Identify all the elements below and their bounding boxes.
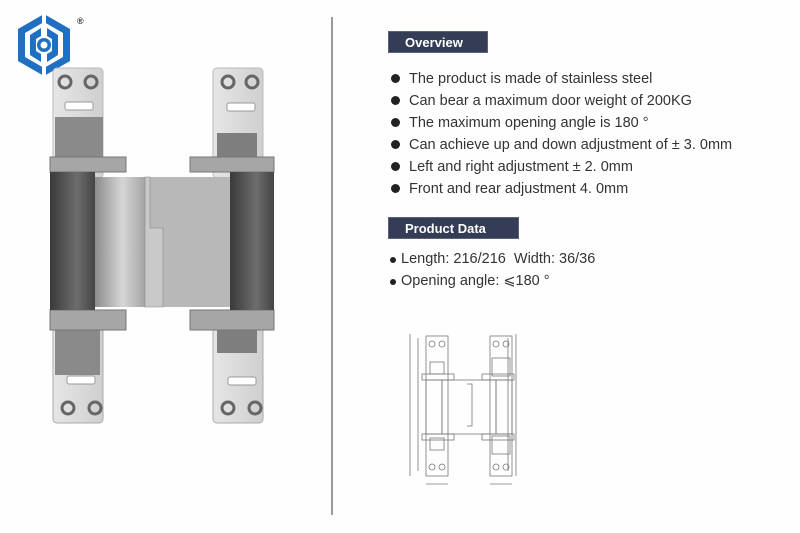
registered-mark: ® (77, 16, 84, 26)
product-data-item: Length: 216/216 Width: 36/36 (388, 248, 595, 270)
bullet-icon (391, 74, 400, 83)
bullet-icon (391, 118, 400, 127)
bullet-icon (391, 162, 400, 171)
overview-item: Can bear a maximum door weight of 200KG (388, 90, 732, 112)
bullet-icon (390, 279, 396, 285)
overview-item: Can achieve up and down adjustment of ± … (388, 134, 732, 156)
product-data-list: Length: 216/216 Width: 36/36 Opening ang… (388, 248, 595, 292)
overview-header: Overview (388, 31, 488, 53)
hinge-technical-drawing (392, 326, 532, 491)
bullet-icon (390, 257, 396, 263)
bullet-icon (391, 140, 400, 149)
product-data-item: Opening angle: ⩽180 ° (388, 270, 595, 292)
overview-item: Front and rear adjustment 4. 0mm (388, 178, 732, 200)
product-data-header: Product Data (388, 217, 519, 239)
vertical-divider (331, 17, 333, 515)
overview-item: The maximum opening angle is 180 ° (388, 112, 732, 134)
overview-list: The product is made of stainless steel C… (388, 68, 732, 200)
hinge-photo (45, 60, 285, 430)
hexagon-ec-logo-icon (18, 14, 70, 76)
bullet-icon (391, 184, 400, 193)
overview-item: The product is made of stainless steel (388, 68, 732, 90)
bullet-icon (391, 96, 400, 105)
brand-logo (16, 12, 72, 78)
overview-item: Left and right adjustment ± 2. 0mm (388, 156, 732, 178)
